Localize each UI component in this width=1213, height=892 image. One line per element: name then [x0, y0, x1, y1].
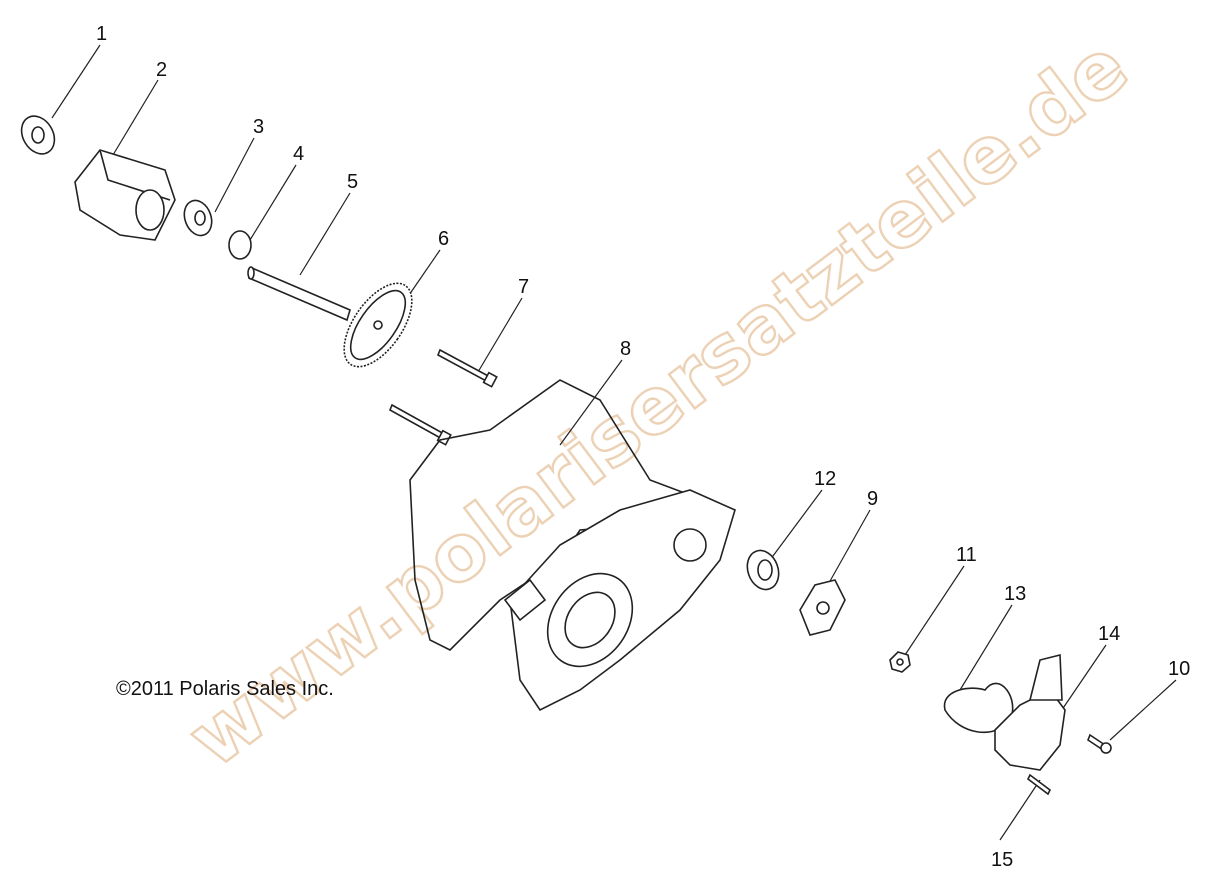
- part-6-gear: [343, 282, 413, 368]
- part-5-shaft: [247, 266, 351, 322]
- callout-2: 2: [156, 59, 167, 81]
- part-4-snap-ring: [228, 230, 252, 260]
- part-15-pin: [1026, 773, 1052, 796]
- callout-11: 11: [956, 544, 977, 566]
- callout-5: 5: [347, 171, 358, 193]
- callout-10: 10: [1168, 658, 1190, 680]
- part-crankcase-cover: [503, 489, 736, 712]
- callout-4: 4: [293, 143, 304, 165]
- watermark: www.polarisersatzteile.de: [172, 22, 1144, 786]
- part-10-bolt: [1087, 733, 1112, 754]
- callout-8: 8: [620, 338, 631, 360]
- part-1-rotor: [20, 115, 56, 155]
- callout-6: 6: [438, 228, 449, 250]
- part-9-impeller: [799, 579, 846, 636]
- callout-12: 12: [814, 468, 836, 490]
- callout-1: 1: [96, 23, 107, 45]
- part-2-oil-pump-housing: [74, 149, 176, 241]
- callout-labels: 1 2 3 4 5 6 7 8 12 9 11 13 14 10 15: [96, 23, 1190, 871]
- copyright-notice: ©2011 Polaris Sales Inc.: [116, 678, 334, 700]
- callout-13: 13: [1004, 583, 1026, 605]
- part-14-water-pump-cover: [994, 653, 1066, 771]
- callout-7: 7: [518, 276, 529, 298]
- callout-9: 9: [867, 488, 878, 510]
- part-7-bolts: [388, 348, 498, 446]
- callout-15: 15: [991, 849, 1013, 871]
- part-11-nut: [889, 651, 911, 673]
- part-13-o-ring: [943, 682, 1014, 734]
- callout-3: 3: [253, 116, 264, 138]
- part-12-seal: [746, 549, 780, 591]
- callout-14: 14: [1098, 623, 1120, 645]
- part-3-bearing: [183, 199, 213, 237]
